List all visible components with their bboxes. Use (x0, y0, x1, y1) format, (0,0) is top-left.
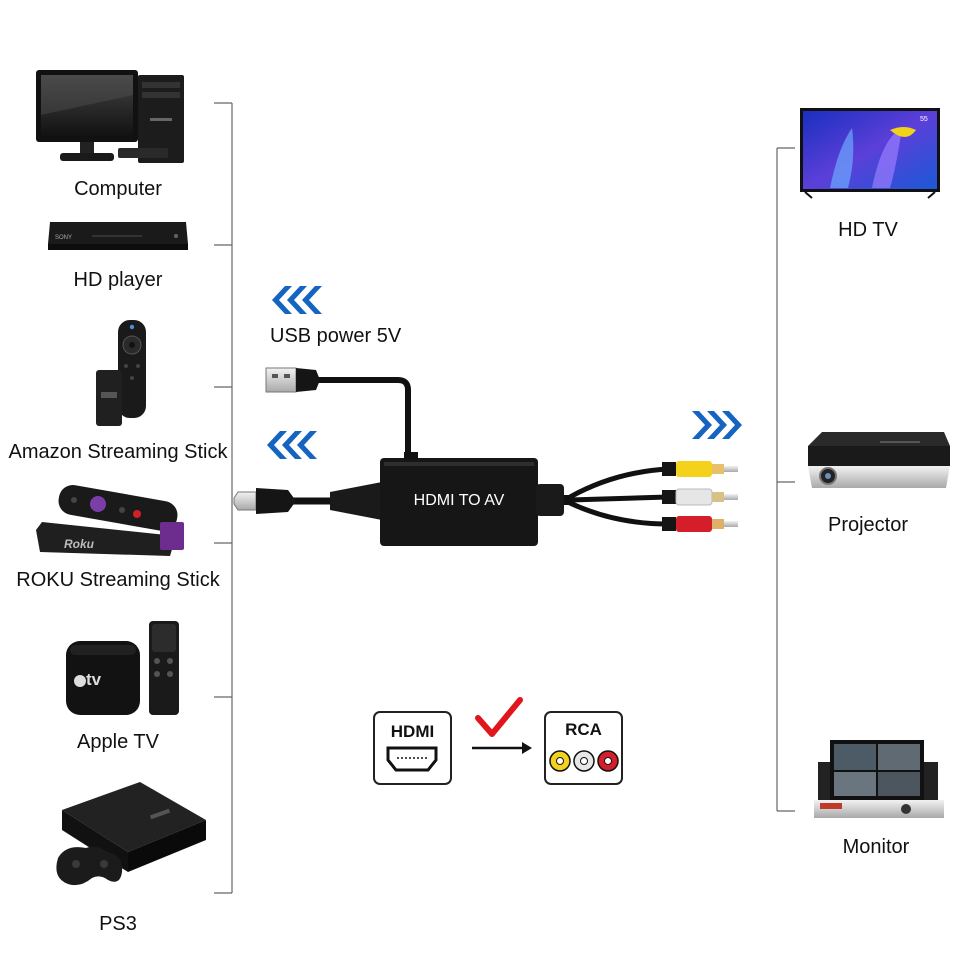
rca-yellow-plug-icon (662, 461, 738, 477)
source-label-computer: Computer (74, 178, 162, 200)
av-direction-arrow-icon (692, 411, 742, 439)
rca-badge (544, 711, 623, 785)
usb-plug-icon (265, 367, 320, 393)
roku-stick-icon: Roku (36, 485, 184, 556)
conversion-arrow-icon (472, 742, 532, 754)
monitor-icon (814, 740, 944, 818)
ps3-icon (56, 782, 206, 886)
hd-tv-icon: 55 (800, 108, 940, 199)
hdmi-badge-label: HDMI (390, 722, 435, 741)
source-label-ps3: PS3 (99, 913, 137, 935)
rca-red-plug-icon (662, 516, 738, 532)
source-label-apple-tv: Apple TV (77, 731, 159, 753)
hd-player-brand: SONY (55, 235, 72, 241)
usb-power-label: USB power 5V (270, 325, 402, 347)
destination-label-monitor: Monitor (842, 836, 910, 858)
apple-tv-icon: tv (66, 621, 179, 715)
hdmi-badge (373, 711, 452, 785)
apple-tv-logo: tv (86, 670, 102, 689)
destination-bracket (776, 147, 795, 812)
check-mark-icon (475, 697, 523, 737)
hd-player-icon: SONY (48, 222, 188, 250)
rca-white-plug-icon (662, 488, 738, 506)
source-label-hd-player: HD player (73, 269, 163, 291)
computer-icon (36, 70, 184, 163)
usb-direction-arrow-icon (272, 286, 322, 314)
source-label-roku-stick: ROKU Streaming Stick (16, 569, 220, 591)
roku-brand: Roku (64, 537, 95, 551)
destination-label-hd-tv: HD TV (838, 219, 898, 241)
tv-size-label: 55 (920, 116, 928, 123)
converter-box-label: HDMI TO AV (413, 492, 505, 509)
amazon-stick-icon (96, 320, 146, 426)
hdmi-direction-arrow-icon (267, 431, 317, 459)
source-bracket (214, 102, 233, 894)
rca-badge-label: RCA (565, 720, 602, 739)
projector-icon (808, 432, 950, 488)
converter-box (330, 452, 564, 546)
source-label-amazon-stick: Amazon Streaming Stick (8, 441, 228, 463)
hdmi-plug-icon (233, 488, 296, 514)
destination-label-projector: Projector (827, 514, 909, 536)
